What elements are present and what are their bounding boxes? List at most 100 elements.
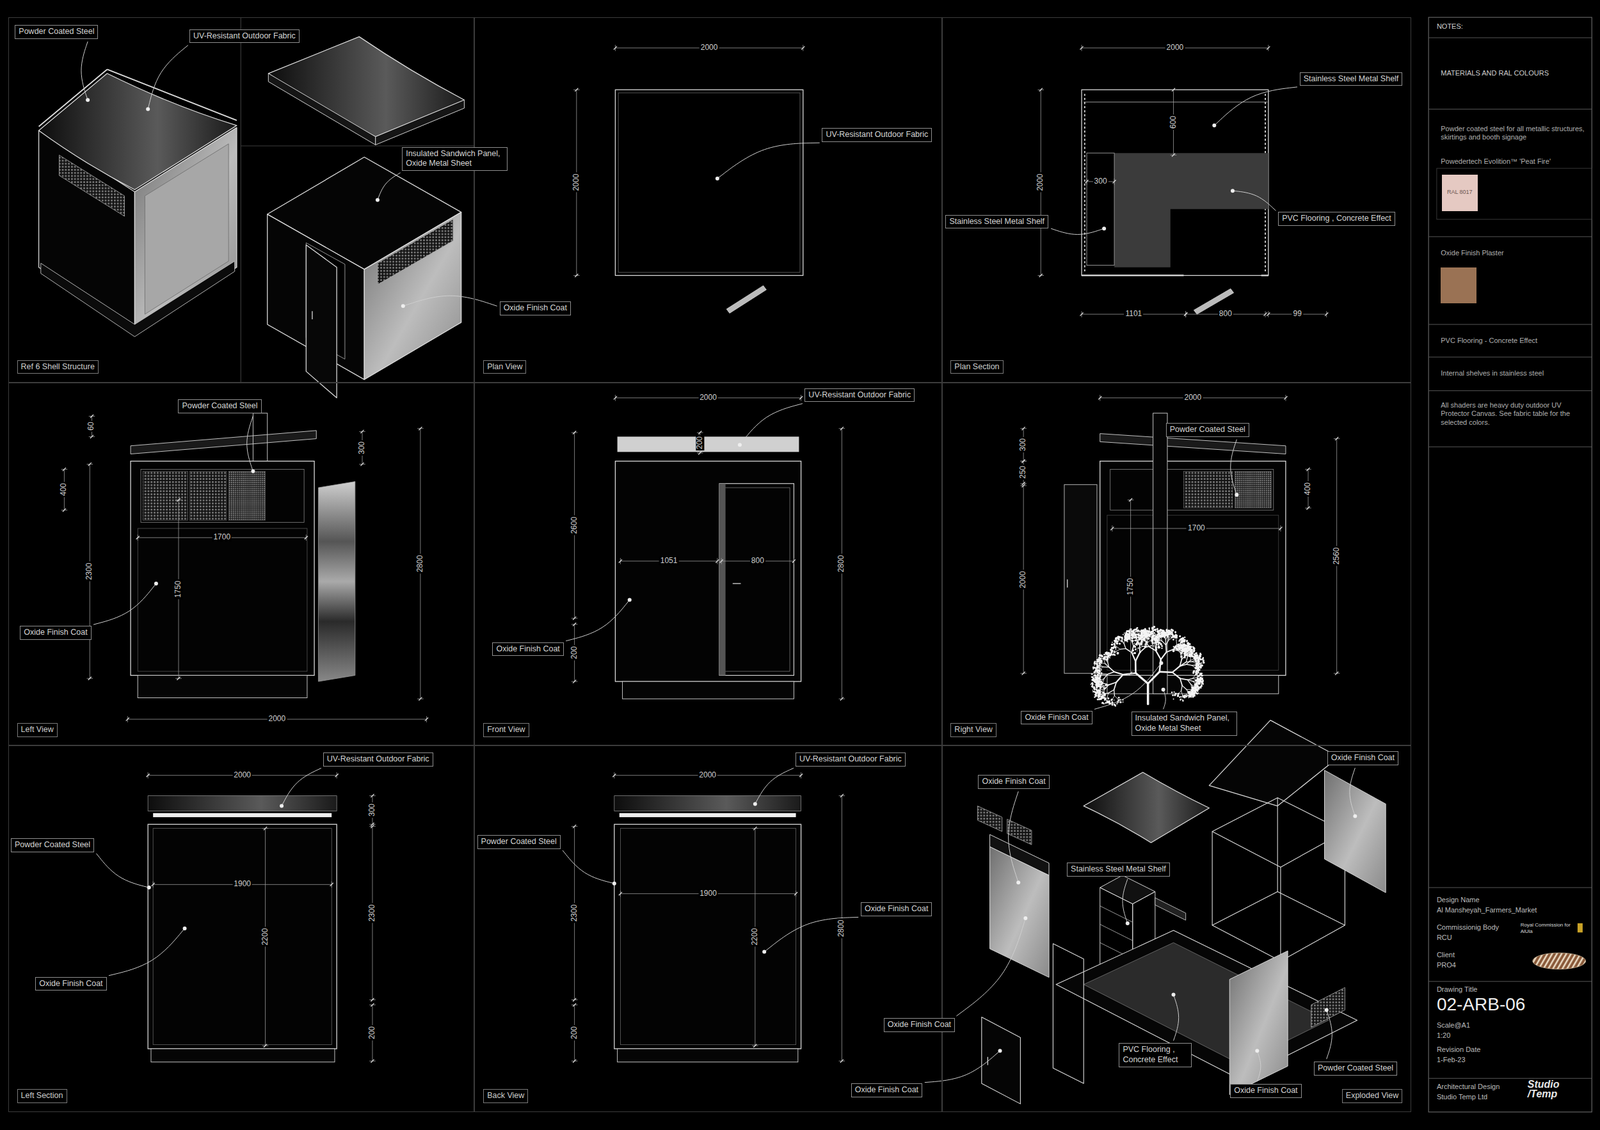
tree-branch [1187,693,1189,697]
dimension-tick [1306,506,1310,510]
tree-leaf [1100,697,1103,700]
tree-branch [1181,685,1183,691]
tree-leaf [1111,700,1113,702]
tree-leaf [1093,686,1096,688]
panel-line [1107,515,1279,671]
tree-leaf [1139,651,1142,654]
tree-leaf [1094,679,1096,681]
title-block-frame [1428,17,1592,1113]
tree-branch [1134,634,1137,639]
tree-leaf [1192,693,1195,697]
tree-leaf [1114,637,1117,640]
tree-leaf [1125,630,1128,633]
tree-leaf [1151,641,1154,645]
tree-leaf [1091,682,1094,685]
tree-branch [1192,677,1197,680]
dimension-tick [1039,273,1043,278]
tree-leaf [1093,664,1096,666]
dimension-tick [90,435,94,439]
tree-leaf [1095,689,1098,692]
tree-leaf [1098,657,1100,659]
tree-branch [1108,689,1115,694]
dimension-tick [176,677,180,681]
tree-leaf [1134,640,1136,642]
tree-leaf [1172,650,1176,653]
tree-leaf [1168,632,1170,635]
tree-leaf [1118,636,1120,639]
tree-branch [1131,632,1135,635]
tree-leaf [1098,670,1100,672]
panel-line [137,528,308,672]
tree-leaf [1195,671,1198,674]
tree-leaf [1174,631,1177,633]
tree-branch [1172,672,1181,680]
tree-branch [1191,689,1195,692]
tree-leaf [1145,634,1147,636]
tree-leaf [1198,692,1200,694]
tree-branch [1185,656,1188,663]
tree-leaf [1122,634,1124,636]
tree-leaf [1171,694,1174,697]
shelf-board [1100,906,1133,923]
tree-leaf [1155,635,1157,637]
tree-leaf [1109,654,1111,656]
tree-leaf [1173,650,1175,652]
tree-leaf [1134,648,1137,651]
dimension-tick [613,46,617,50]
tree-illustration [1090,625,1206,707]
skirting [1107,675,1279,694]
tree-leaf [1107,700,1110,704]
tree-leaf [1155,631,1157,633]
tree-leaf [1134,652,1136,655]
tree-leaf [1135,631,1137,633]
tree-leaf [1132,632,1135,635]
door-jamb [719,483,726,676]
tree-branch [1196,682,1200,684]
dimension-tick [360,462,364,466]
wall-elevation [130,461,315,676]
tree-leaf [1192,696,1195,699]
tree-leaf [1146,638,1148,640]
tree-leaf [1106,652,1110,656]
wall-frame [1052,944,1084,1084]
shelf-board [1155,897,1186,921]
tree-leaf [1159,636,1161,639]
shelf-board [1100,924,1133,942]
tree-leaf [1102,695,1104,698]
tree-leaf [1198,686,1200,688]
tree-leaf [1180,642,1182,644]
tree-leaf [1196,669,1199,672]
dimension-tick [418,426,422,431]
tree-leaf [1200,666,1202,669]
tree-branch [1109,667,1115,672]
tree-leaf [1189,693,1191,696]
tree-leaf [1175,647,1178,650]
tree-leaf [1094,660,1096,662]
dimension-tick [88,677,92,681]
canopy [1083,772,1209,843]
tree-branch [1099,666,1104,670]
dimension-tick [618,559,623,563]
tree-branch [1187,678,1193,680]
shelf [1086,152,1115,265]
tree-leaf [1200,677,1202,680]
oxide-wall [1324,770,1387,893]
tree-branch [1150,645,1156,648]
tree-leaf [1171,691,1174,694]
tree-branch [1156,638,1160,644]
tree-leaf [1189,695,1192,698]
tree-leaf [1200,664,1202,667]
tree-leaf [1182,695,1185,699]
tree-leaf [1198,661,1200,664]
dimension-tick [572,616,576,621]
tree-leaf [1170,636,1172,639]
tree-leaf [1098,680,1101,683]
tree-leaf [1135,636,1138,639]
tree-leaf [1097,677,1101,680]
tree-leaf [1185,641,1188,643]
tree-leaf [1095,670,1097,672]
tree-leaf [1157,647,1160,649]
drawing-group [39,17,1593,1113]
tree-leaf [1103,656,1106,659]
